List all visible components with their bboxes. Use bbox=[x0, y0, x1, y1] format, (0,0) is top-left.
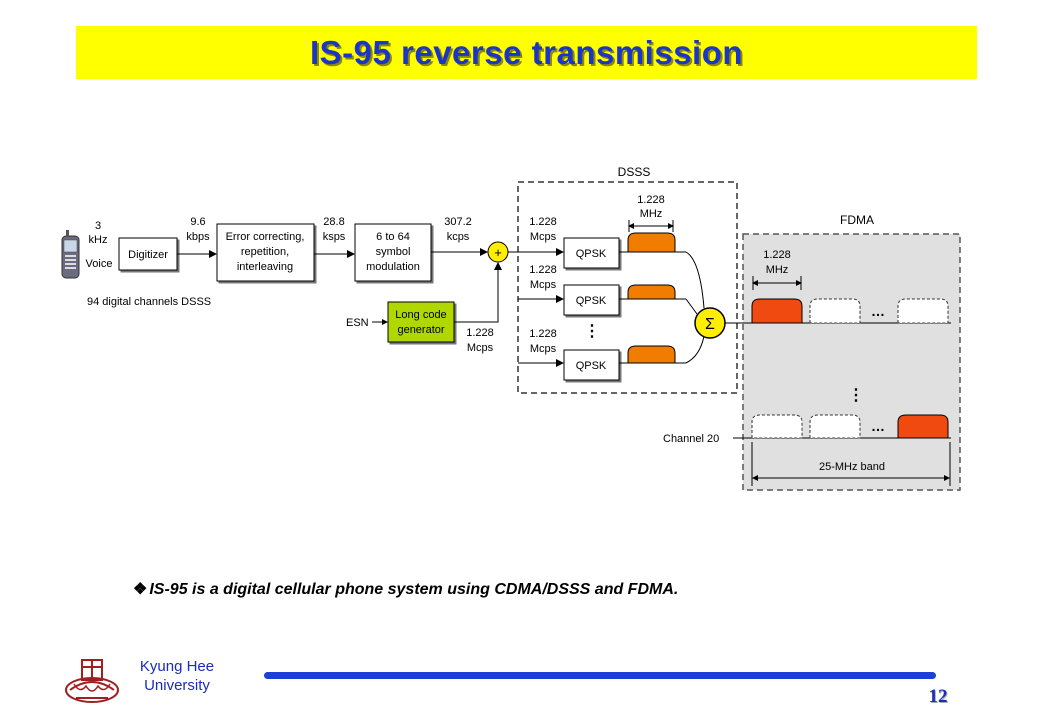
dsss-spectrum-1 bbox=[627, 232, 676, 253]
fdma-channel-empty-bottom-2 bbox=[809, 414, 861, 439]
title-bar: IS-95 reverse transmission bbox=[76, 26, 977, 79]
long-code-rate-unit: Mcps bbox=[467, 342, 494, 354]
university-name: Kyung Hee University bbox=[139, 658, 215, 694]
fdma-ellipsis-top: … bbox=[871, 303, 885, 319]
chip-rate-1-unit: Mcps bbox=[530, 231, 557, 243]
fdma-channel-active-top bbox=[751, 298, 803, 324]
error-rate-value: 28.8 bbox=[323, 216, 344, 228]
error-block-line1: Error correcting, bbox=[226, 231, 305, 243]
error-block-line2: repetition, bbox=[241, 246, 289, 258]
error-block-line3: interleaving bbox=[237, 261, 293, 273]
chip-rate-2-value: 1.228 bbox=[529, 264, 557, 276]
long-code-line1: Long code bbox=[395, 309, 446, 321]
summer-symbol: Σ bbox=[705, 316, 715, 333]
dsss-label: DSSS bbox=[618, 165, 651, 179]
symbol-block-line3: modulation bbox=[366, 261, 420, 273]
chip-rate-3-value: 1.228 bbox=[529, 328, 557, 340]
digitizer-block bbox=[118, 237, 178, 271]
caption-text: IS-95 is a digital cellular phone system… bbox=[149, 581, 679, 598]
symbol-rate-value: 307.2 bbox=[444, 216, 472, 228]
fdma-vertical-ellipsis: ⋮ bbox=[848, 387, 864, 404]
fdma-bandwidth-value: 1.228 bbox=[763, 249, 791, 261]
fdma-channel-active-bottom bbox=[897, 414, 949, 439]
digitizer-rate-value: 9.6 bbox=[190, 216, 205, 228]
caption: ❖IS-95 is a digital cellular phone syste… bbox=[133, 579, 678, 599]
qpsk-block-2 bbox=[563, 284, 620, 316]
error-rate-unit: ksps bbox=[323, 231, 346, 243]
band-label: 25-MHz band bbox=[819, 461, 885, 473]
slide-title: IS-95 reverse transmission bbox=[309, 34, 744, 71]
symbol-block-line1: 6 to 64 bbox=[376, 231, 410, 243]
long-code-generator-block bbox=[387, 301, 455, 343]
adder-symbol: + bbox=[494, 245, 502, 260]
chip-rate-1-value: 1.228 bbox=[529, 216, 557, 228]
cell-phone-icon bbox=[61, 230, 80, 279]
qpsk-label-3: QPSK bbox=[576, 360, 607, 372]
dsss-spectrum-2 bbox=[627, 284, 676, 300]
esn-label: ESN bbox=[346, 317, 369, 329]
channels-note: 94 digital channels DSSS bbox=[87, 296, 211, 308]
university-logo bbox=[65, 659, 119, 703]
digitizer-rate-unit: kbps bbox=[186, 231, 210, 243]
qpsk-block-1 bbox=[563, 237, 620, 269]
fdma-channel-empty-top-2 bbox=[897, 298, 949, 324]
dsss-bandwidth-unit: MHz bbox=[640, 208, 663, 220]
long-code-line2: generator bbox=[397, 324, 444, 336]
symbol-block-line2: symbol bbox=[376, 246, 411, 258]
symbol-rate-unit: kcps bbox=[447, 231, 470, 243]
error-correcting-block bbox=[216, 223, 315, 282]
dsss-vertical-ellipsis: ⋮ bbox=[584, 323, 600, 340]
page-number: 12 bbox=[928, 686, 948, 707]
input-rate-unit: kHz bbox=[89, 234, 108, 246]
input-rate-value: 3 bbox=[95, 220, 101, 232]
long-code-rate-value: 1.228 bbox=[466, 327, 494, 339]
fdma-channel-empty-bottom-1 bbox=[751, 414, 803, 439]
qpsk-label-2: QPSK bbox=[576, 295, 607, 307]
footer-bar bbox=[264, 672, 936, 679]
fdma-bandwidth-unit: MHz bbox=[766, 264, 789, 276]
fdma-panel bbox=[742, 233, 961, 491]
symbol-modulation-block bbox=[354, 223, 432, 282]
dsss-bandwidth-value: 1.228 bbox=[637, 194, 665, 206]
voice-label: Voice bbox=[86, 258, 113, 270]
fdma-ellipsis-bottom: … bbox=[871, 418, 885, 434]
fdma-label: FDMA bbox=[840, 213, 874, 227]
chip-rate-2-unit: Mcps bbox=[530, 279, 557, 291]
qpsk-block-3 bbox=[563, 349, 620, 381]
digitizer-label: Digitizer bbox=[128, 249, 168, 261]
fdma-channel-empty-top-1 bbox=[809, 298, 861, 324]
chip-rate-3-unit: Mcps bbox=[530, 343, 557, 355]
dsss-box bbox=[517, 181, 738, 394]
channel-label: Channel 20 bbox=[663, 433, 719, 445]
qpsk-label-1: QPSK bbox=[576, 248, 607, 260]
caption-bullet-icon: ❖ bbox=[133, 581, 148, 598]
dsss-spectrum-3 bbox=[627, 345, 676, 364]
